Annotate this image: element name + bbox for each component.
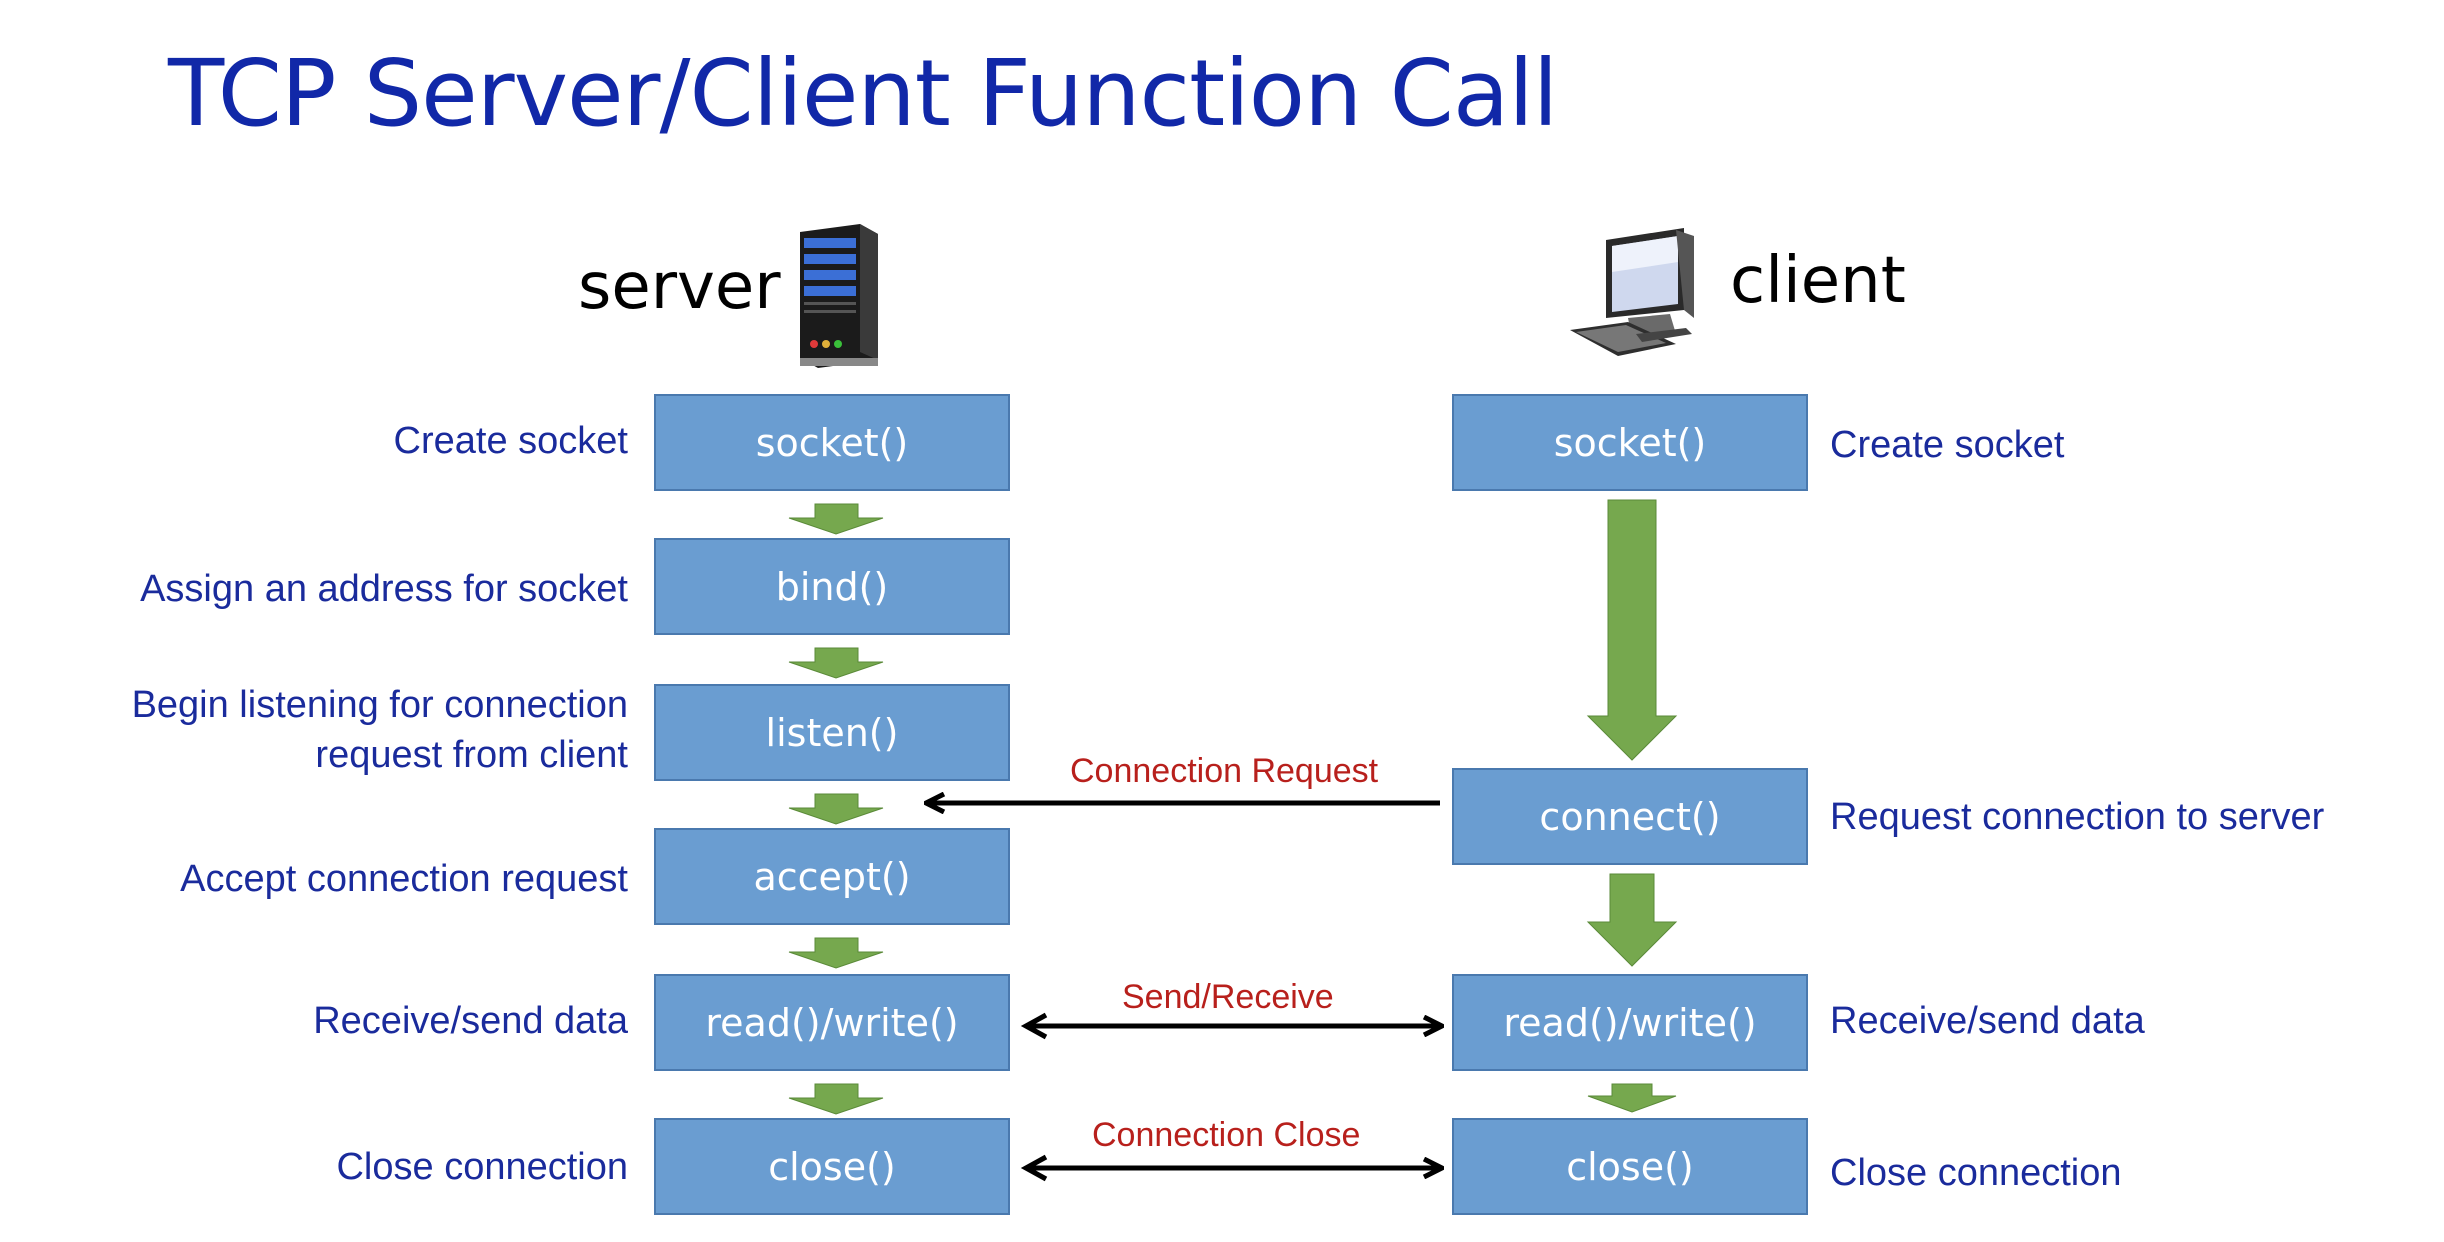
send-receive-arrow-head-left [1020, 1012, 1048, 1040]
flow-arrow [1587, 1083, 1677, 1113]
server-label-accept: Accept connection request [180, 858, 628, 900]
server-label-create-socket: Create socket [393, 420, 628, 462]
server-socket-box: socket() [654, 394, 1010, 491]
flow-arrow [788, 647, 884, 679]
client-readwrite-box: read()/write() [1452, 974, 1808, 1071]
server-label-listen-line2: request from client [315, 734, 628, 776]
client-flow-arrows [1586, 499, 1678, 1113]
connection-close-label: Connection Close [1092, 1116, 1361, 1154]
client-label-create-socket: Create socket [1830, 424, 2065, 466]
client-socket-box: socket() [1452, 394, 1808, 491]
client-label-readwrite: Receive/send data [1830, 1000, 2145, 1042]
desktop-computer-icon [1570, 228, 1694, 356]
server-tower-icon [800, 224, 878, 368]
server-accept-box: accept() [654, 828, 1010, 925]
client-label-close: Close connection [1830, 1152, 2122, 1194]
server-readwrite-box: read()/write() [654, 974, 1010, 1071]
server-flow-arrows [788, 503, 884, 1115]
connection-request-label: Connection Request [1070, 752, 1379, 790]
client-heading: client [1730, 244, 1906, 318]
server-label-readwrite: Receive/send data [313, 1000, 628, 1042]
client-label-connect: Request connection to server [1830, 796, 2325, 838]
flow-arrow-long [1586, 499, 1678, 761]
server-label-bind: Assign an address for socket [140, 568, 628, 610]
flow-arrow-medium [1586, 873, 1678, 967]
flow-arrow [788, 937, 884, 969]
server-label-close: Close connection [336, 1146, 628, 1188]
client-close-box: close() [1452, 1118, 1808, 1215]
server-label-listen-line1: Begin listening for connection [131, 684, 628, 726]
connection-close-arrow-head-left [1020, 1154, 1048, 1182]
server-listen-box: listen() [654, 684, 1010, 781]
page-title: TCP Server/Client Function Call [168, 40, 1558, 147]
client-connect-box: connect() [1452, 768, 1808, 865]
flow-arrow [788, 1083, 884, 1115]
flow-arrow [788, 503, 884, 535]
server-close-box: close() [654, 1118, 1010, 1215]
send-receive-label: Send/Receive [1122, 978, 1334, 1016]
flow-arrow [788, 793, 884, 825]
server-heading: server [578, 250, 781, 324]
server-bind-box: bind() [654, 538, 1010, 635]
